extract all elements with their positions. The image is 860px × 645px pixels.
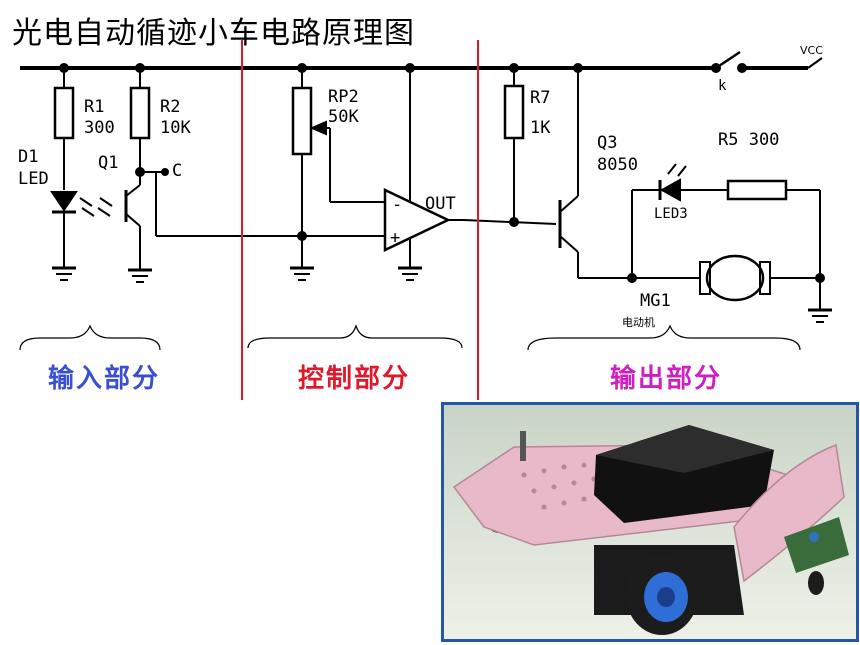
label-r7: R7 xyxy=(530,88,550,108)
label-r5: R5 300 xyxy=(718,130,779,150)
label-motor: 电动机 xyxy=(622,315,655,329)
resistor-r2 xyxy=(129,86,151,140)
label-q1: Q1 xyxy=(98,153,118,173)
section-label-control: 控制部分 xyxy=(298,364,411,394)
label-rp2: RP2 xyxy=(328,87,359,107)
label-minus: - xyxy=(392,195,402,215)
label-plus: + xyxy=(390,228,400,248)
label-c: C xyxy=(172,161,182,181)
resistor-r1 xyxy=(53,86,75,140)
brace-output xyxy=(527,324,801,351)
label-led: LED xyxy=(18,169,49,189)
label-led3: LED3 xyxy=(654,206,688,222)
led-led3 xyxy=(659,178,681,202)
circuit-schematic: D1 LED R1 300 R2 10K Q1 C RP2 50K - + OU… xyxy=(18,40,832,400)
resistor-r5 xyxy=(726,179,788,201)
label-r1: R1 xyxy=(84,97,104,117)
page-title: 光电自动循迹小车电路原理图 xyxy=(12,16,415,51)
robot-car-illustration xyxy=(444,405,856,639)
label-mg1: MG1 xyxy=(640,291,671,311)
label-r2-value: 10K xyxy=(160,118,191,138)
label-vcc: VCC xyxy=(800,44,823,57)
label-r1-value: 300 xyxy=(84,118,115,138)
potentiometer-rp2 xyxy=(291,86,313,156)
label-q3-value: 8050 xyxy=(597,155,638,175)
label-r7-value: 1K xyxy=(530,118,551,138)
label-k: k xyxy=(718,78,727,94)
op-amp xyxy=(383,188,451,252)
label-q3: Q3 xyxy=(597,133,617,153)
brace-control xyxy=(247,324,463,349)
label-rp2-value: 50K xyxy=(328,107,359,127)
motor-mg1 xyxy=(705,254,765,302)
resistor-r7 xyxy=(503,84,525,140)
section-label-input: 输入部分 xyxy=(48,364,161,394)
robot-car-photo xyxy=(441,402,859,642)
section-label-output: 输出部分 xyxy=(610,364,723,394)
led-d1 xyxy=(50,191,78,212)
brace-input xyxy=(19,324,161,351)
switch-k xyxy=(715,50,741,70)
label-out: OUT xyxy=(425,194,456,214)
label-d1: D1 xyxy=(18,147,38,167)
label-r2: R2 xyxy=(160,97,180,117)
